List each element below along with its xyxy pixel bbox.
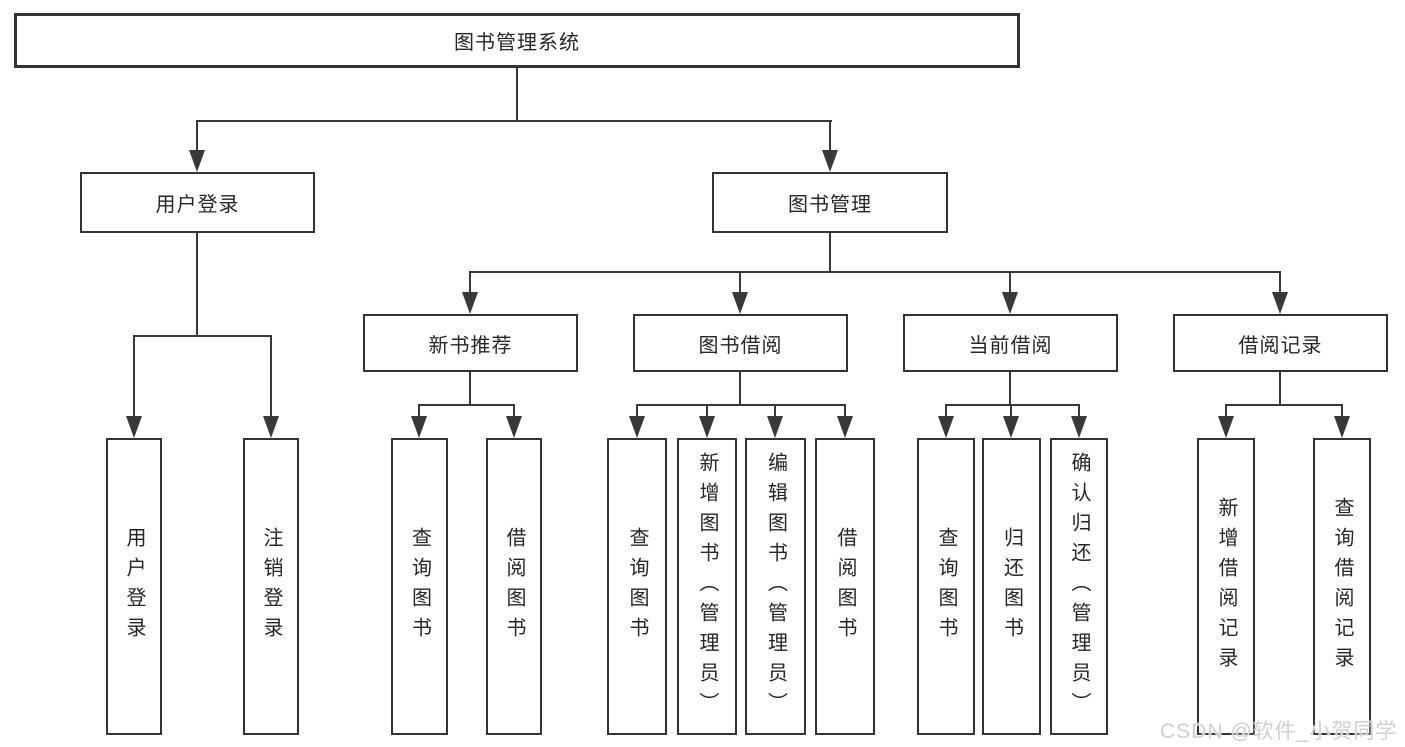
leaf-borrow-book-label: 借阅图书 [834,526,856,647]
arrowhead [1272,292,1288,314]
leaf-query-borrow-record-label: 查询借阅记录 [1331,496,1353,677]
leaf-add-book-admin: 新增图书（管理员） [677,438,737,735]
connector-line [1009,372,1011,406]
connector-line [739,372,741,406]
node-user-login: 用户登录 [80,172,315,233]
leaf-add-book-admin-label: 新增图书（管理员） [696,451,718,722]
leaf-newbook-query-book: 查询图书 [391,438,448,735]
node-borrow-records: 借阅记录 [1173,314,1388,372]
node-new-book-recommend: 新书推荐 [363,314,578,372]
connector-line [469,372,471,406]
leaf-edit-book-admin: 编辑图书（管理员） [745,438,806,735]
csdn-watermark: CSDN @软件_小贺同学 [1160,720,1398,743]
arrowhead [1334,416,1350,438]
connector-line [774,404,776,418]
connector-line [1225,404,1227,418]
leaf-borrow-query-book-label: 查询图书 [626,526,648,647]
arrowhead [189,150,205,172]
leaf-edit-book-admin-label: 编辑图书（管理员） [764,451,787,722]
leaf-user-login: 用户登录 [106,438,162,735]
connector-line [516,68,518,121]
arrowhead [1071,416,1087,438]
leaf-confirm-return-admin-label: 确认归还（管理员） [1068,451,1090,722]
arrowhead [1003,416,1019,438]
leaf-add-borrow-record: 新增借阅记录 [1197,438,1255,735]
arrowhead [699,416,715,438]
arrowhead [1002,292,1018,314]
connector-line [829,233,831,273]
leaf-borrow-book: 借阅图书 [815,438,875,735]
leaf-current-query-book-label: 查询图书 [935,526,957,647]
leaf-logout: 注销登录 [243,438,299,735]
connector-line [469,271,1281,273]
connector-line [513,404,515,418]
connector-line [1225,404,1343,406]
connector-line [844,404,846,418]
leaf-current-query-book: 查询图书 [917,438,975,735]
connector-line [196,233,198,336]
leaf-confirm-return-admin: 确认归还（管理员） [1050,438,1108,735]
node-root-library-system: 图书管理系统 [14,13,1020,68]
connector-line [636,404,638,418]
leaf-return-book: 归还图书 [982,438,1041,735]
connector-line [469,271,471,294]
arrowhead [938,416,954,438]
connector-line [945,404,947,418]
connector-line [1341,404,1343,418]
connector-line [418,404,515,406]
arrowhead [1218,416,1234,438]
arrowhead [411,416,427,438]
arrowhead [629,416,645,438]
connector-line [1279,372,1281,406]
connector-line [636,404,846,406]
connector-line [196,120,832,122]
arrowhead [462,292,478,314]
connector-line [270,335,272,418]
node-book-borrow: 图书借阅 [633,314,848,372]
connector-line [418,404,420,418]
arrowhead [732,292,748,314]
connector-line [133,335,135,418]
leaf-borrow-query-book: 查询图书 [607,438,667,735]
leaf-newbook-query-book-label: 查询图书 [408,526,431,647]
node-book-management: 图书管理 [712,172,948,233]
arrowhead [837,416,853,438]
arrowhead [822,150,838,172]
leaf-user-login-label: 用户登录 [123,526,145,647]
leaf-logout-label: 注销登录 [260,526,282,647]
leaf-newbook-borrow-book-label: 借阅图书 [503,526,525,647]
leaf-newbook-borrow-book: 借阅图书 [486,438,542,735]
arrowhead [263,416,279,438]
connector-line [133,335,272,337]
leaf-query-borrow-record: 查询借阅记录 [1313,438,1371,735]
connector-line [829,120,831,152]
arrowhead [506,416,522,438]
connector-line [1279,271,1281,294]
leaf-add-borrow-record-label: 新增借阅记录 [1215,496,1237,677]
connector-line [1010,404,1012,418]
connector-line [945,404,1080,406]
connector-line [1078,404,1080,418]
connector-line [706,404,708,418]
connector-line [739,271,741,294]
arrowhead [126,416,142,438]
leaf-return-book-label: 归还图书 [1000,526,1023,647]
connector-line [1009,271,1011,294]
arrowhead [767,416,783,438]
connector-line [196,120,198,152]
node-current-borrow: 当前借阅 [903,314,1118,372]
